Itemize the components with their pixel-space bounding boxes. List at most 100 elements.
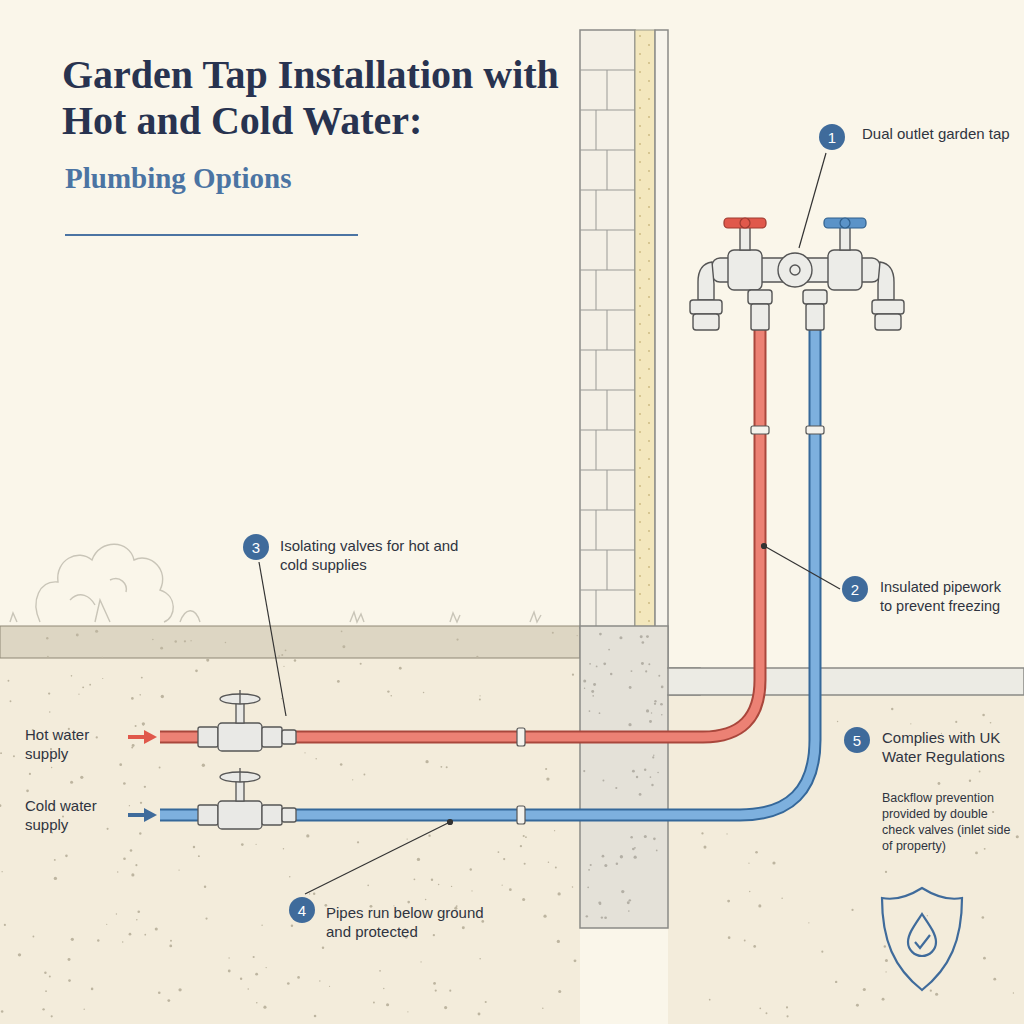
soil-texture [701,832,703,834]
soil-texture [131,697,134,700]
soil-texture [107,828,109,830]
wall-insulation [648,242,650,244]
note-text: Backflow prevention provided by double c… [882,790,1016,854]
cold-isolating-valve [198,805,218,825]
soil-texture [139,694,141,696]
soil-texture [386,1003,389,1006]
soil-texture [891,708,893,710]
soil-texture [205,917,207,919]
soil-texture [26,789,29,792]
soil-texture [228,970,231,973]
supply-label: Hot water supply [25,725,120,763]
wall-insulation [639,161,641,163]
brick-wall [580,190,635,191]
cold-pipe [160,330,815,815]
foundation [588,869,590,871]
soil-texture [117,871,118,872]
soil-texture [558,990,561,993]
soil-texture [247,988,249,990]
soil-texture [76,634,79,637]
soil-texture [32,936,34,938]
soil-texture [407,1011,408,1012]
shrub [36,544,173,622]
soil-texture [297,976,300,979]
wall-render [655,30,668,668]
soil-texture [433,982,436,985]
soil-texture [446,766,448,768]
soil-texture [281,698,282,699]
soil-texture [772,861,775,864]
soil-texture [1,1010,4,1013]
soil-texture [51,1015,53,1017]
soil-texture [309,893,310,894]
soil-texture [48,692,50,694]
foundation [648,663,650,665]
soil-texture [387,690,389,692]
wall-insulation [648,548,650,550]
cold-tap-handle [840,218,850,228]
soil-texture [240,977,242,979]
soil-texture [884,945,886,947]
wall-insulation [639,269,641,271]
soil-texture [728,936,731,939]
hot-supply-arrow [144,730,157,744]
soil-texture [520,845,522,847]
soil-texture [315,758,317,760]
hot-isolating-valve [218,723,262,751]
soil-band [0,626,580,658]
soil-texture [160,647,163,650]
soil-texture [363,774,365,776]
soil-texture [433,934,435,936]
soil-texture [135,864,137,866]
soil-texture [195,670,198,673]
dual-outlet-tap [748,290,772,304]
soil-texture [10,700,12,702]
foundation [631,670,633,672]
foundation [602,855,605,858]
wall-insulation [639,593,641,595]
soil-texture [0,804,1,807]
wall-insulation [639,557,641,559]
soil-texture [548,862,550,864]
brick-wall [580,110,635,111]
wall-insulation [639,107,641,109]
wall-insulation [639,71,641,73]
foundation [589,710,591,712]
brick-wall [596,190,597,230]
brick-wall [607,150,608,190]
soil-texture [399,667,402,670]
soil-texture [82,686,84,688]
soil-texture [572,674,574,676]
soil-texture [51,767,52,768]
brick-wall [596,590,597,626]
foundation [653,838,656,841]
soil-texture [930,990,932,992]
pipe-clip [517,728,525,746]
hot-tap-handle [724,218,766,228]
foundation [629,899,631,901]
soil-texture [285,649,287,651]
soil-texture [256,1002,258,1004]
soil-texture [47,656,49,658]
foundation [592,695,594,697]
soil-texture [102,678,103,679]
soil-texture [80,776,83,779]
brick-wall [596,430,597,470]
soil-texture [70,781,73,784]
foundation [615,787,617,789]
dual-outlet-tap [690,226,904,330]
soil-texture [95,630,98,633]
soil-texture [821,951,823,953]
wall-insulation [639,53,641,55]
wall-insulation [639,431,641,433]
foundation [619,636,622,639]
soil-texture [522,898,525,901]
foundation [632,848,635,851]
wall-insulation [639,89,641,91]
callout-circle: 3 [243,534,269,560]
wall-insulation [648,278,650,280]
foundation [583,633,663,919]
soil-texture [509,888,512,891]
soil-texture [781,897,782,898]
